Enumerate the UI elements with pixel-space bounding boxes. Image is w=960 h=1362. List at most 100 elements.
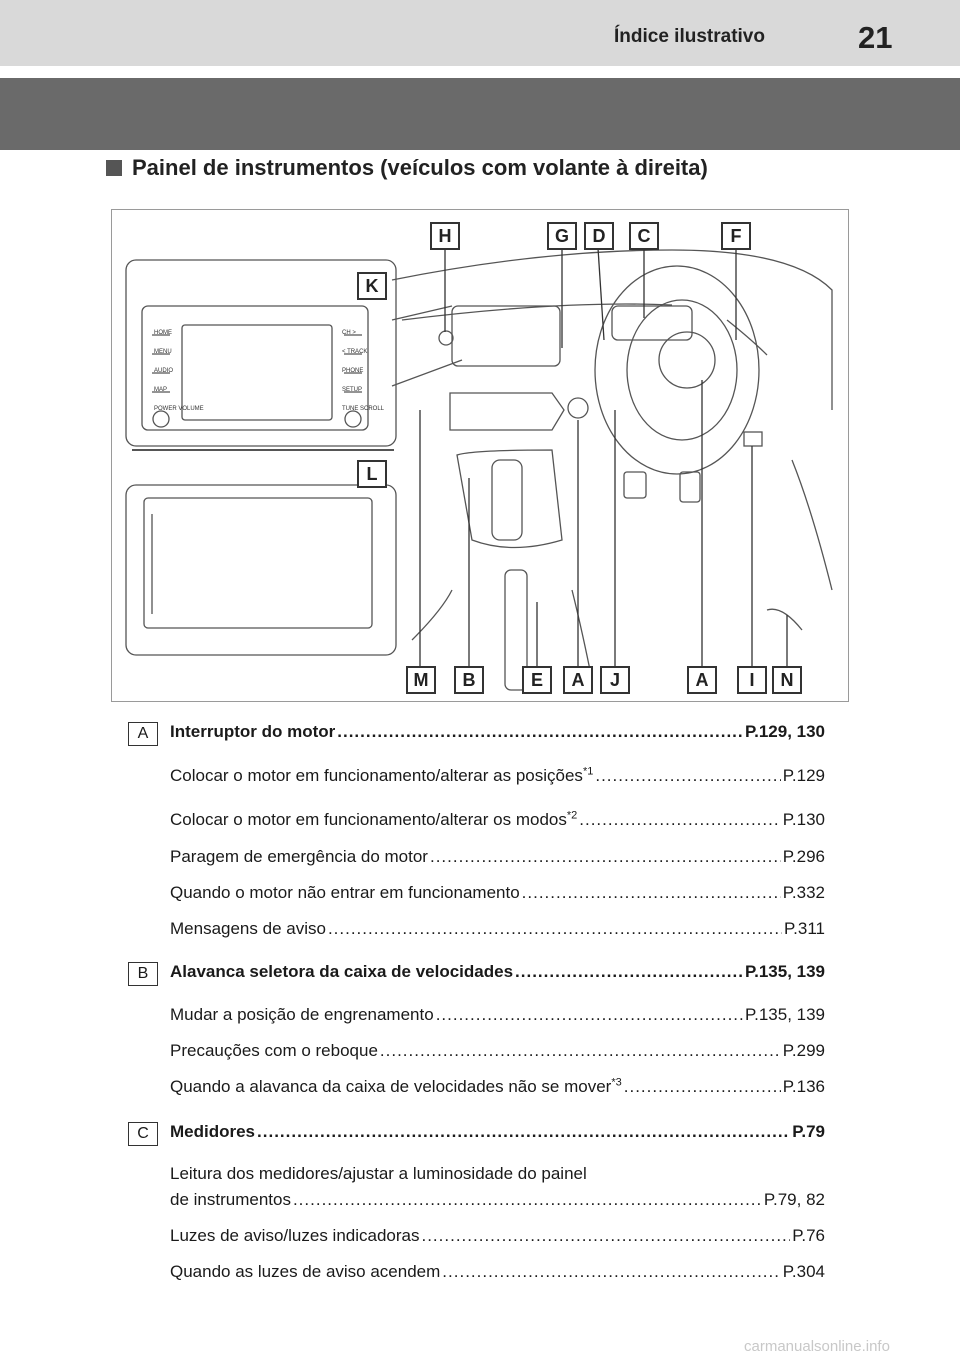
entry-item: Colocar o motor em funcionamento/alterar… [170, 766, 825, 786]
entry-item: Luzes de aviso/luzes indicadoras P.76 [170, 1226, 825, 1246]
entry-pages: P.135, 139 [744, 962, 825, 981]
item-text: Paragem de emergência do motor [170, 847, 428, 866]
steering-wheel [594, 265, 760, 475]
entry-item: Precauções com o reboque P.299 [170, 1041, 825, 1061]
display-panel-outline [125, 484, 397, 656]
callout-m: M [406, 666, 436, 694]
entry-item: de instrumentos P.79, 82 [170, 1190, 825, 1210]
item-pages: P.296 [782, 847, 825, 866]
display-screen [143, 497, 373, 629]
entry-item: Quando o motor não entrar em funcionamen… [170, 883, 825, 903]
item-text: Quando a alavanca da caixa de velocidade… [170, 1077, 612, 1096]
entry-main-b: Alavanca seletora da caixa de velocidade… [170, 962, 825, 982]
radio-label: AUDIO [154, 368, 174, 374]
item-text: Precauções com o reboque [170, 1041, 378, 1060]
footnote-ref: *1 [582, 766, 594, 778]
radio-label: CH > [342, 330, 356, 336]
item-text: de instrumentos [170, 1190, 291, 1209]
radio-label: POWER VOLUME [154, 406, 204, 412]
entry-item: Mensagens de aviso P.311 [170, 919, 825, 939]
radio-panel-outline [125, 259, 397, 447]
item-pages: P.304 [782, 1262, 825, 1281]
item-text: Quando as luzes de aviso acendem [170, 1262, 441, 1281]
center-console [456, 449, 563, 549]
item-pages: P.136 [782, 1077, 825, 1096]
engine-switch [567, 397, 589, 419]
hood-lever [766, 608, 803, 631]
callout-h: H [430, 222, 460, 250]
item-pages: P.332 [782, 883, 825, 902]
item-pages: P.311 [784, 919, 825, 938]
callout-b: B [454, 666, 484, 694]
entry-title: Medidores [170, 1122, 256, 1141]
item-pages: P.76 [792, 1226, 825, 1245]
leader-dots [337, 722, 743, 742]
item-pages: P.79, 82 [763, 1190, 825, 1209]
callout-a-2: A [687, 666, 717, 694]
callout-j: J [600, 666, 630, 694]
radio-label: MAP [154, 387, 168, 393]
callout-e: E [522, 666, 552, 694]
item-pages: P.130 [782, 810, 825, 829]
entry-title: Interruptor do motor [170, 722, 336, 741]
climate-panel [449, 392, 565, 431]
dashboard-drawing [125, 247, 833, 691]
entry-item: Quando as luzes de aviso acendem P.304 [170, 1262, 825, 1282]
radio-left-labels: HOME MENU AUDIO MAP POWER VOLUME [154, 324, 204, 419]
entry-badge-a: A [128, 722, 158, 746]
entry-pages: P.129, 130 [744, 722, 825, 741]
item-text: Quando o motor não entrar em funcionamen… [170, 883, 520, 902]
item-text: Colocar o motor em funcionamento/alterar… [170, 766, 583, 785]
radio-label: PHONE [342, 368, 364, 374]
entry-main-a: Interruptor do motor P.129, 130 [170, 722, 825, 742]
callout-i: I [737, 666, 767, 694]
parking-brake [504, 569, 528, 691]
entry-item: Quando a alavanca da caixa de velocidade… [170, 1077, 825, 1097]
radio-screen [181, 324, 333, 421]
entry-item: Colocar o motor em funcionamento/alterar… [170, 810, 825, 830]
item-text: Luzes de aviso/luzes indicadoras [170, 1226, 420, 1245]
multimedia-screen [451, 305, 561, 367]
callout-k: K [357, 272, 387, 300]
meter-cluster [611, 305, 693, 341]
callout-c: C [629, 222, 659, 250]
callout-d: D [584, 222, 614, 250]
section-band [0, 78, 960, 150]
radio-label: MENU [154, 349, 172, 355]
callout-a: A [563, 666, 593, 694]
callout-n: N [772, 666, 802, 694]
item-text-first-line: Leitura dos medidores/ajustar a luminosi… [170, 1164, 587, 1183]
entry-main-c: Medidores P.79 [170, 1122, 825, 1142]
radio-label: TUNE SCROLL [342, 406, 385, 412]
item-text: Colocar o motor em funcionamento/alterar… [170, 810, 567, 829]
heading-text: Painel de instrumentos (veículos com vol… [132, 155, 708, 180]
item-pages: P.135, 139 [744, 1005, 825, 1024]
entry-title: Alavanca seletora da caixa de velocidade… [170, 962, 514, 981]
square-bullet-icon [106, 160, 122, 176]
entry-pages: P.79 [792, 1122, 825, 1141]
radio-right-labels: CH > < TRACK PHONE SETUP TUNE SCROLL [342, 324, 384, 419]
footnote-ref: *2 [566, 810, 578, 822]
item-text: Mudar a posição de engrenamento [170, 1005, 434, 1024]
power-volume-knob [152, 410, 170, 428]
entry-item: Paragem de emergência do motor P.296 [170, 847, 825, 867]
item-text: Mensagens de aviso [170, 919, 326, 938]
footnote-ref: *3 [611, 1077, 622, 1089]
item-pages: P.299 [782, 1041, 825, 1060]
watermark: carmanualsonline.info [744, 1338, 890, 1355]
radio-label: < TRACK [342, 349, 368, 355]
tune-scroll-knob [344, 410, 362, 428]
switch-i [743, 431, 763, 447]
callout-l: L [357, 460, 387, 488]
entry-badge-c: C [128, 1122, 158, 1146]
callout-f: F [721, 222, 751, 250]
page-number: 21 [858, 20, 893, 55]
horn-pad [658, 331, 716, 389]
callout-g: G [547, 222, 577, 250]
page-heading: Painel de instrumentos (veículos com vol… [106, 155, 708, 181]
section-title: Índice ilustrativo [614, 26, 765, 47]
radio-label: HOME [154, 330, 172, 336]
entry-badge-b: B [128, 962, 158, 986]
item-pages: P.129 [782, 766, 825, 785]
header-bar [0, 0, 960, 66]
